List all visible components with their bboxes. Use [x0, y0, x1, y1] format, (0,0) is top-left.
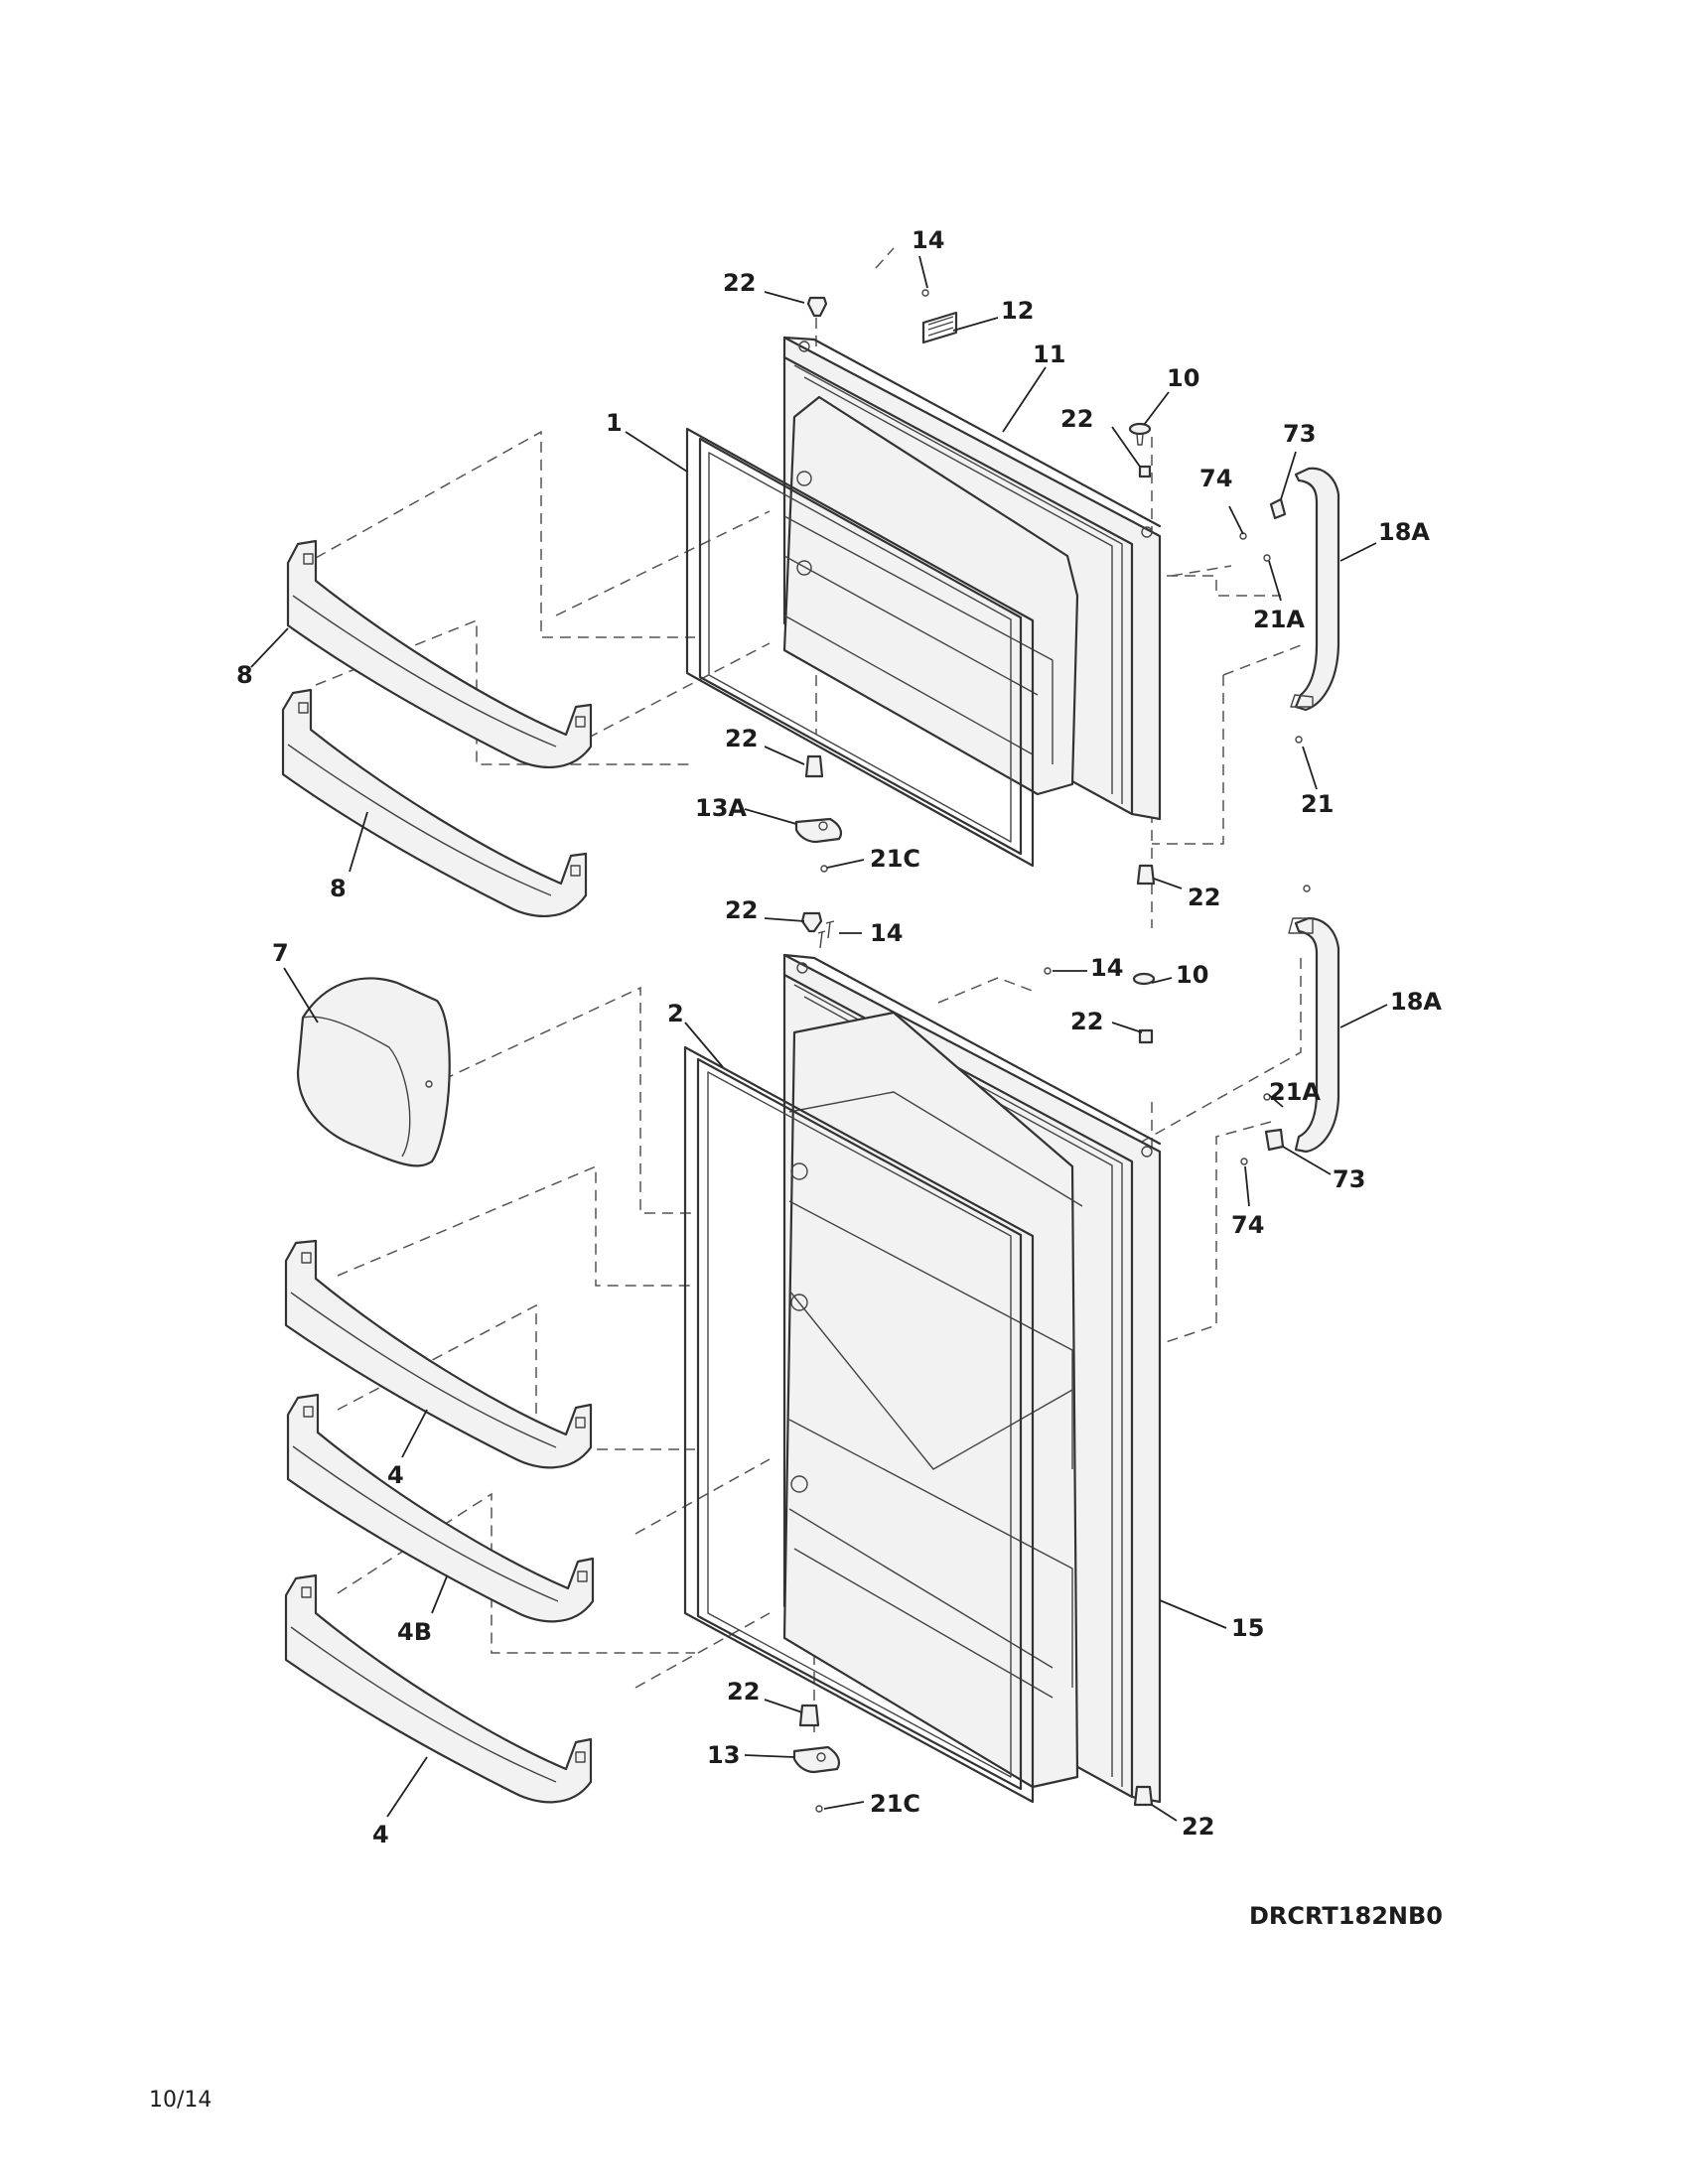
fresh-food-door-bin-lower	[284, 1573, 593, 1804]
drawing-code: DRCRT182NB0	[1249, 1902, 1443, 1930]
page-number: 10/14	[149, 2088, 211, 2113]
leader-lines	[250, 255, 1388, 1822]
callout-14: 14	[912, 226, 944, 254]
dairy-door-cover	[296, 977, 451, 1167]
callout-21A: 21A	[1269, 1078, 1321, 1106]
freezer-door-shelf-lower	[281, 688, 588, 917]
callout-8: 8	[330, 875, 347, 902]
callout-18A: 18A	[1390, 988, 1442, 1016]
callout-22: 22	[1182, 1813, 1214, 1841]
callout-15: 15	[1231, 1614, 1264, 1642]
callout-4: 4	[387, 1461, 404, 1489]
callout-2: 2	[667, 1000, 684, 1027]
callout-13: 13	[707, 1741, 740, 1769]
callout-22: 22	[1060, 405, 1093, 433]
callout-10: 10	[1176, 961, 1208, 989]
callout-8: 8	[236, 661, 253, 689]
callout-14: 14	[1090, 954, 1123, 982]
callout-21C: 21C	[870, 1790, 920, 1818]
callout-13A: 13A	[695, 794, 747, 822]
callout-21A: 21A	[1253, 606, 1305, 633]
callout-14: 14	[870, 919, 903, 947]
callout-10: 10	[1167, 364, 1199, 392]
fresh-food-door-handle	[1288, 916, 1340, 1154]
callout-1: 1	[606, 409, 623, 437]
fresh-food-door-bin-middle	[286, 1393, 595, 1623]
callout-74: 74	[1231, 1211, 1264, 1239]
fresh-food-door-outer	[782, 953, 1162, 1804]
callout-74: 74	[1199, 465, 1232, 492]
freezer-door-shelf-upper	[286, 539, 593, 768]
callout-7: 7	[272, 939, 289, 967]
small-hardware	[792, 289, 1311, 1813]
freezer-door-handle	[1290, 467, 1340, 712]
callout-18A: 18A	[1378, 518, 1430, 546]
fresh-food-door-gasket	[683, 1045, 1035, 1804]
callout-21C: 21C	[870, 845, 920, 873]
callout-21: 21	[1301, 790, 1334, 818]
freezer-door-outer	[782, 336, 1162, 821]
callout-11: 11	[1033, 341, 1065, 368]
callout-12: 12	[1001, 297, 1034, 325]
callout-22: 22	[725, 896, 758, 924]
callout-labels: 14 22 12 11 10 1 22 73 74 18A 21A 8 22 1…	[236, 226, 1442, 1848]
callout-73: 73	[1283, 420, 1316, 448]
callout-4B: 4B	[397, 1618, 432, 1646]
callout-22: 22	[723, 269, 756, 297]
callout-4: 4	[372, 1821, 389, 1848]
callout-73: 73	[1333, 1165, 1365, 1193]
callout-22: 22	[1188, 884, 1220, 911]
fresh-food-door-bin-upper	[284, 1239, 593, 1469]
callout-22: 22	[727, 1678, 760, 1706]
callout-22: 22	[1070, 1008, 1103, 1035]
callout-22: 22	[725, 725, 758, 752]
freezer-door-gasket	[685, 427, 1035, 868]
